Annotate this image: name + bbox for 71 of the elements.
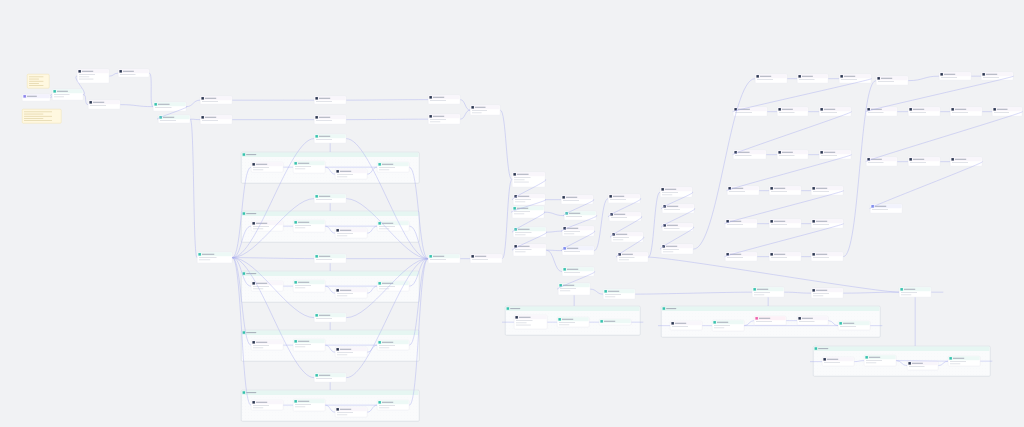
connector xyxy=(648,191,661,258)
connector xyxy=(409,225,429,259)
sticky-note xyxy=(22,109,62,124)
connector xyxy=(732,111,852,155)
connector xyxy=(500,109,513,180)
connector xyxy=(512,211,546,233)
connector xyxy=(83,94,89,105)
connector xyxy=(561,215,597,232)
connector xyxy=(546,249,563,272)
connector xyxy=(232,257,252,406)
connector xyxy=(232,257,315,318)
connector xyxy=(660,226,695,250)
connector xyxy=(157,106,188,120)
connector xyxy=(325,285,336,294)
connector xyxy=(367,344,378,353)
connector xyxy=(608,198,642,217)
connector xyxy=(367,225,378,234)
connector xyxy=(512,231,548,251)
connector xyxy=(367,404,378,413)
connector xyxy=(460,109,471,120)
connector xyxy=(409,166,429,259)
connector xyxy=(460,99,471,111)
connector xyxy=(828,320,839,326)
connector xyxy=(724,190,844,224)
connector xyxy=(744,320,755,326)
connector xyxy=(896,360,949,362)
sticky-note xyxy=(27,74,50,89)
connector xyxy=(149,72,154,107)
connector xyxy=(502,179,513,259)
connector xyxy=(865,111,1023,162)
connector xyxy=(512,179,547,200)
connector xyxy=(232,225,252,258)
connector xyxy=(732,78,872,112)
connector xyxy=(744,325,839,326)
connector xyxy=(869,161,983,209)
connector xyxy=(724,223,844,257)
connector xyxy=(661,208,696,228)
connector xyxy=(854,360,865,362)
connector xyxy=(325,404,336,413)
connector xyxy=(661,191,694,209)
connector xyxy=(648,256,900,293)
connector xyxy=(190,118,198,258)
connector xyxy=(726,154,852,191)
connector xyxy=(409,258,429,346)
connector xyxy=(367,166,378,175)
connector xyxy=(511,199,547,213)
connector xyxy=(561,230,596,251)
connector xyxy=(232,257,252,287)
connector xyxy=(109,72,119,77)
connector xyxy=(544,211,565,216)
connector xyxy=(557,271,595,290)
connector xyxy=(409,258,429,406)
connector xyxy=(232,257,315,378)
connector xyxy=(693,78,756,250)
connector xyxy=(563,199,595,216)
connector xyxy=(908,75,940,81)
connector xyxy=(325,344,336,353)
connector xyxy=(186,99,201,107)
connector xyxy=(616,236,645,258)
connector xyxy=(367,285,378,294)
connector xyxy=(75,75,85,95)
connector xyxy=(590,288,604,295)
connector xyxy=(610,216,643,238)
connector xyxy=(325,225,336,234)
connector xyxy=(346,258,429,378)
connector xyxy=(896,360,908,366)
connector xyxy=(594,198,609,251)
connector xyxy=(232,257,252,346)
connector xyxy=(325,166,336,175)
connector xyxy=(843,80,877,257)
connector xyxy=(865,75,1014,112)
